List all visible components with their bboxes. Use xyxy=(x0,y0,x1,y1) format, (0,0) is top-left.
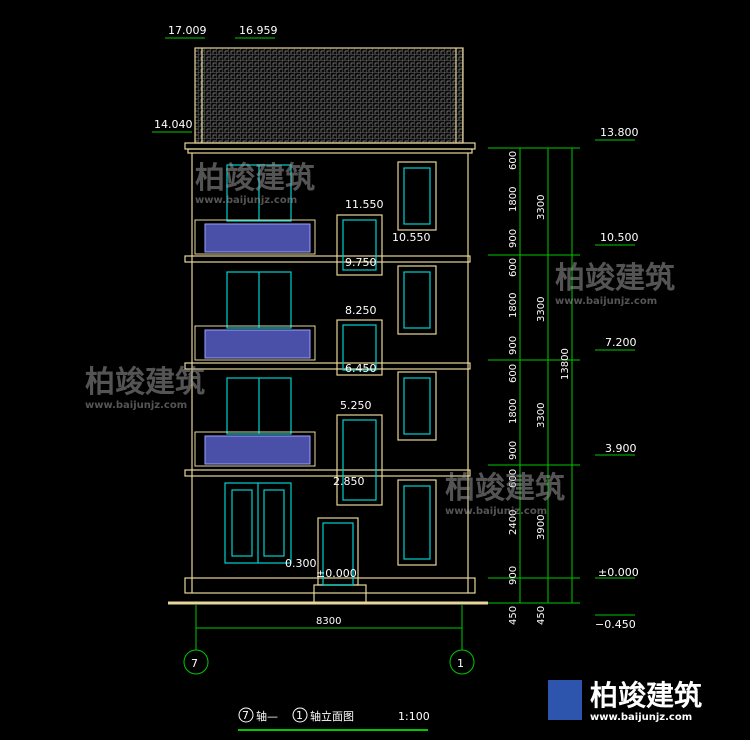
dimension-labels-floor: 3300 3300 3300 3900 450 13800 8300 xyxy=(316,195,571,627)
dim-floor: 450 xyxy=(536,606,547,625)
watermarks: 柏竣建筑 www.baijunjz.com 柏竣建筑 www.baijunjz.… xyxy=(85,161,675,517)
level-labels: 17.009 16.959 14.040 13.800 11.550 10.55… xyxy=(154,24,639,631)
title-axis-a: 7 xyxy=(242,709,249,722)
watermark-brand: 柏竣建筑 xyxy=(555,261,675,296)
dim-inner: 600 xyxy=(508,364,519,383)
dim-floor: 3300 xyxy=(536,403,547,428)
dim-inner: 900 xyxy=(508,441,519,460)
axis-left-label: 7 xyxy=(191,657,198,670)
level-3900: 3.900 xyxy=(605,442,637,455)
logo-url: www.baijunjz.com xyxy=(590,712,692,723)
title-tail: 轴立面图 xyxy=(310,709,354,723)
title-scale: 1:100 xyxy=(398,710,430,723)
dim-floor: 3900 xyxy=(536,515,547,540)
middle-window-stack xyxy=(317,214,383,586)
dim-inner: 900 xyxy=(508,229,519,248)
level-16959: 16.959 xyxy=(239,24,278,37)
title-axis-b: 1 xyxy=(296,709,303,722)
level-0000-right: ±0.000 xyxy=(598,566,639,579)
dim-inner: 600 xyxy=(508,258,519,277)
balconies xyxy=(194,219,316,467)
level-0300: 0.300 xyxy=(285,557,317,570)
logo-icon xyxy=(548,680,582,720)
dim-inner: 1800 xyxy=(508,399,519,424)
watermark-brand: 柏竣建筑 xyxy=(195,161,315,196)
level-marker-lines xyxy=(152,37,635,616)
level-2850: 2.850 xyxy=(333,475,365,488)
level-8250: 8.250 xyxy=(345,304,377,317)
logo-brand: 柏竣建筑 xyxy=(590,679,702,712)
level-10500: 10.500 xyxy=(600,231,639,244)
dim-inner: 600 xyxy=(508,151,519,170)
level-5250: 5.250 xyxy=(340,399,372,412)
level-7200: 7.200 xyxy=(605,336,637,349)
dim-inner: 1800 xyxy=(508,293,519,318)
building-outline xyxy=(168,142,488,605)
watermark-brand: 柏竣建筑 xyxy=(85,365,205,400)
left-window-stack xyxy=(224,164,292,564)
level-9750: 9.750 xyxy=(345,256,377,269)
dim-inner: 1800 xyxy=(508,187,519,212)
dim-inner: 600 xyxy=(508,469,519,488)
title-mid: 轴— xyxy=(256,709,278,723)
right-window-stack xyxy=(397,161,437,566)
level-11550: 11.550 xyxy=(345,198,384,211)
dim-floor: 3300 xyxy=(536,195,547,220)
dim-floor: 3300 xyxy=(536,297,547,322)
watermark-brand: 柏竣建筑 xyxy=(445,471,565,506)
axis-bubbles: 7 1 xyxy=(183,649,475,675)
dim-inner: 900 xyxy=(508,566,519,585)
level-17009: 17.009 xyxy=(168,24,207,37)
level-minus-0450: −0.450 xyxy=(595,618,636,631)
watermark-url: www.baijunjz.com xyxy=(445,506,547,517)
dim-inner: 900 xyxy=(508,336,519,355)
watermark-url: www.baijunjz.com xyxy=(195,195,297,206)
drawing-title: 7 轴— 1 轴立面图 1:100 xyxy=(238,707,430,731)
dim-total: 13800 xyxy=(560,348,571,380)
dim-inner: 450 xyxy=(508,606,519,625)
watermark-url: www.baijunjz.com xyxy=(555,296,657,307)
axis-right-label: 1 xyxy=(457,657,464,670)
dim-inner: 2400 xyxy=(508,510,519,535)
level-10550: 10.550 xyxy=(392,231,431,244)
level-14040: 14.040 xyxy=(154,118,193,131)
watermark-url: www.baijunjz.com xyxy=(85,400,187,411)
dimension-labels-inner: 600 1800 900 600 1800 900 600 1800 900 6… xyxy=(508,151,519,625)
dimension-lines xyxy=(195,147,580,650)
level-6450: 6.450 xyxy=(345,362,377,375)
level-0000-center: ±0.000 xyxy=(316,567,357,580)
roof xyxy=(194,47,464,144)
dim-width: 8300 xyxy=(316,616,341,627)
level-13800: 13.800 xyxy=(600,126,639,139)
corner-logo: 柏竣建筑 www.baijunjz.com xyxy=(548,679,702,723)
